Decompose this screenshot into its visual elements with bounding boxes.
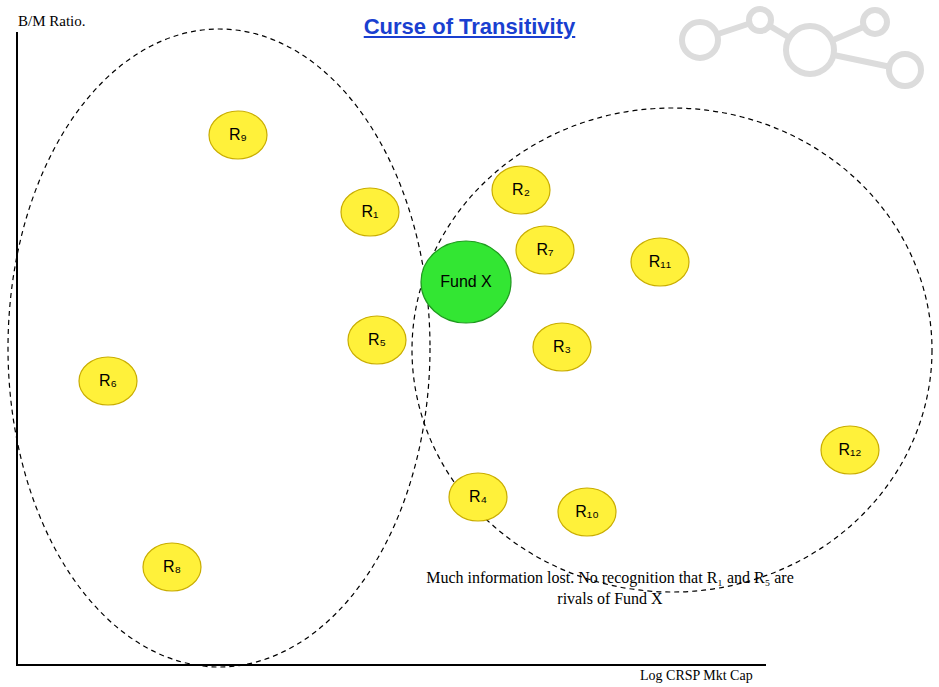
x-axis (16, 664, 766, 666)
watermark-atom (682, 22, 718, 58)
circle-shape (631, 238, 689, 286)
molecule-watermark (682, 9, 921, 86)
rival-circle: R₂ (491, 165, 551, 215)
rival-label: R₈ (163, 558, 181, 576)
circle-shape (209, 111, 267, 159)
watermark-atom (749, 9, 771, 31)
circle-shape (492, 166, 550, 214)
note-text: Much information lost. No recognition th… (425, 567, 795, 609)
rival-label: R₆ (99, 372, 117, 390)
rival-label: R₄ (469, 488, 487, 506)
rival-label: R₃ (553, 338, 571, 356)
circle-shape (143, 543, 201, 591)
rival-circle: R₁₂ (820, 425, 880, 475)
circle-shape (348, 316, 406, 364)
circle-shape (516, 226, 574, 274)
rival-circle: R₁₀ (557, 487, 617, 537)
fund-label: Fund X (440, 273, 492, 291)
y-axis (16, 32, 18, 666)
circle-shape (533, 323, 591, 371)
cluster-outline (412, 108, 932, 592)
rival-circle: R₉ (208, 110, 268, 160)
watermark-atom (786, 26, 834, 74)
diagram-title: Curse of Transitivity (0, 14, 939, 40)
circle-shape (558, 488, 616, 536)
rival-circle: R₈ (142, 542, 202, 592)
rival-label: R₁₁ (649, 253, 671, 271)
rival-circle: R₁ (340, 187, 400, 237)
rival-label: R₅ (368, 331, 386, 349)
circle-shape (421, 241, 511, 323)
circle-shape (79, 357, 137, 405)
rival-label: R₁ (362, 203, 379, 221)
rival-circle: R₇ (515, 225, 575, 275)
rival-circle: R₆ (78, 356, 138, 406)
rival-label: R₉ (229, 126, 247, 144)
rival-label: R₁₀ (575, 503, 599, 521)
rival-circle: R₃ (532, 322, 592, 372)
rival-label: R₇ (536, 241, 553, 259)
axis-label: Log CRSP Mkt Cap (640, 666, 753, 685)
rival-label: R₁₂ (838, 441, 861, 459)
watermark-atom (889, 54, 921, 86)
axis-label: B/M Ratio. (18, 11, 86, 31)
circle-shape (821, 426, 879, 474)
rival-circle: R₁₁ (630, 237, 690, 287)
rival-label: R₂ (512, 181, 530, 199)
cluster-outline (8, 29, 430, 667)
fund-circle: Fund X (420, 240, 512, 324)
rival-circle: R₅ (347, 315, 407, 365)
rival-circle: R₄ (448, 472, 508, 522)
circle-shape (341, 188, 399, 236)
circle-shape (449, 473, 507, 521)
watermark-atom (863, 10, 887, 34)
